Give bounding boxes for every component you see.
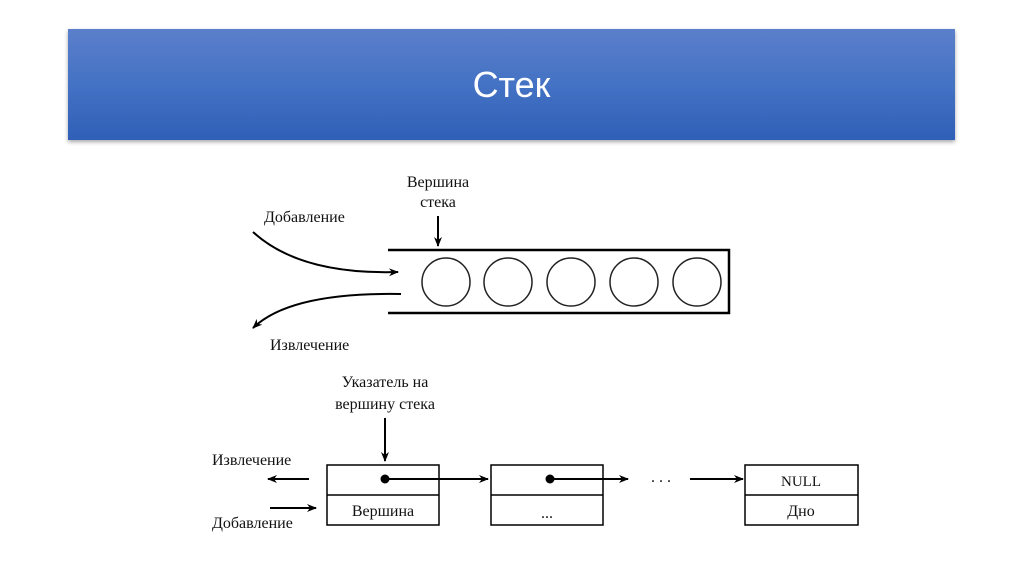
stack-element <box>609 257 659 307</box>
push-arrow <box>252 231 399 277</box>
pointer-label-line1: Указатель на <box>342 374 429 391</box>
push-label: Добавление <box>264 209 345 226</box>
node-data: Вершина <box>352 503 414 520</box>
list-push-label: Добавление <box>212 515 293 532</box>
stack-element <box>672 257 722 307</box>
top-of-stack-label-line1: Вершина <box>407 174 469 191</box>
stack-element <box>546 257 596 307</box>
pop-arrow <box>252 292 402 329</box>
stack-element <box>483 257 533 307</box>
pop-label: Извлечение <box>270 337 349 354</box>
top-of-stack-label-line2: стека <box>420 194 456 211</box>
stack-element <box>421 257 471 307</box>
slide-title-bar: Стек <box>68 29 955 140</box>
pointer-label-line2: вершину стека <box>335 396 435 413</box>
null-pointer: NULL <box>781 474 821 490</box>
node-data: ... <box>541 505 553 522</box>
stack-container <box>388 248 731 315</box>
linked-list-stack-diagram: Указатель на вершину стека Извлечение До… <box>212 374 859 532</box>
slide-title: Стек <box>472 63 551 105</box>
list-ellipsis: . . . <box>651 469 671 486</box>
list-pop-label: Извлечение <box>212 452 291 469</box>
array-stack-diagram: Вершина стека Добавление Извлечение <box>252 174 731 354</box>
node-data: Дно <box>787 503 814 520</box>
